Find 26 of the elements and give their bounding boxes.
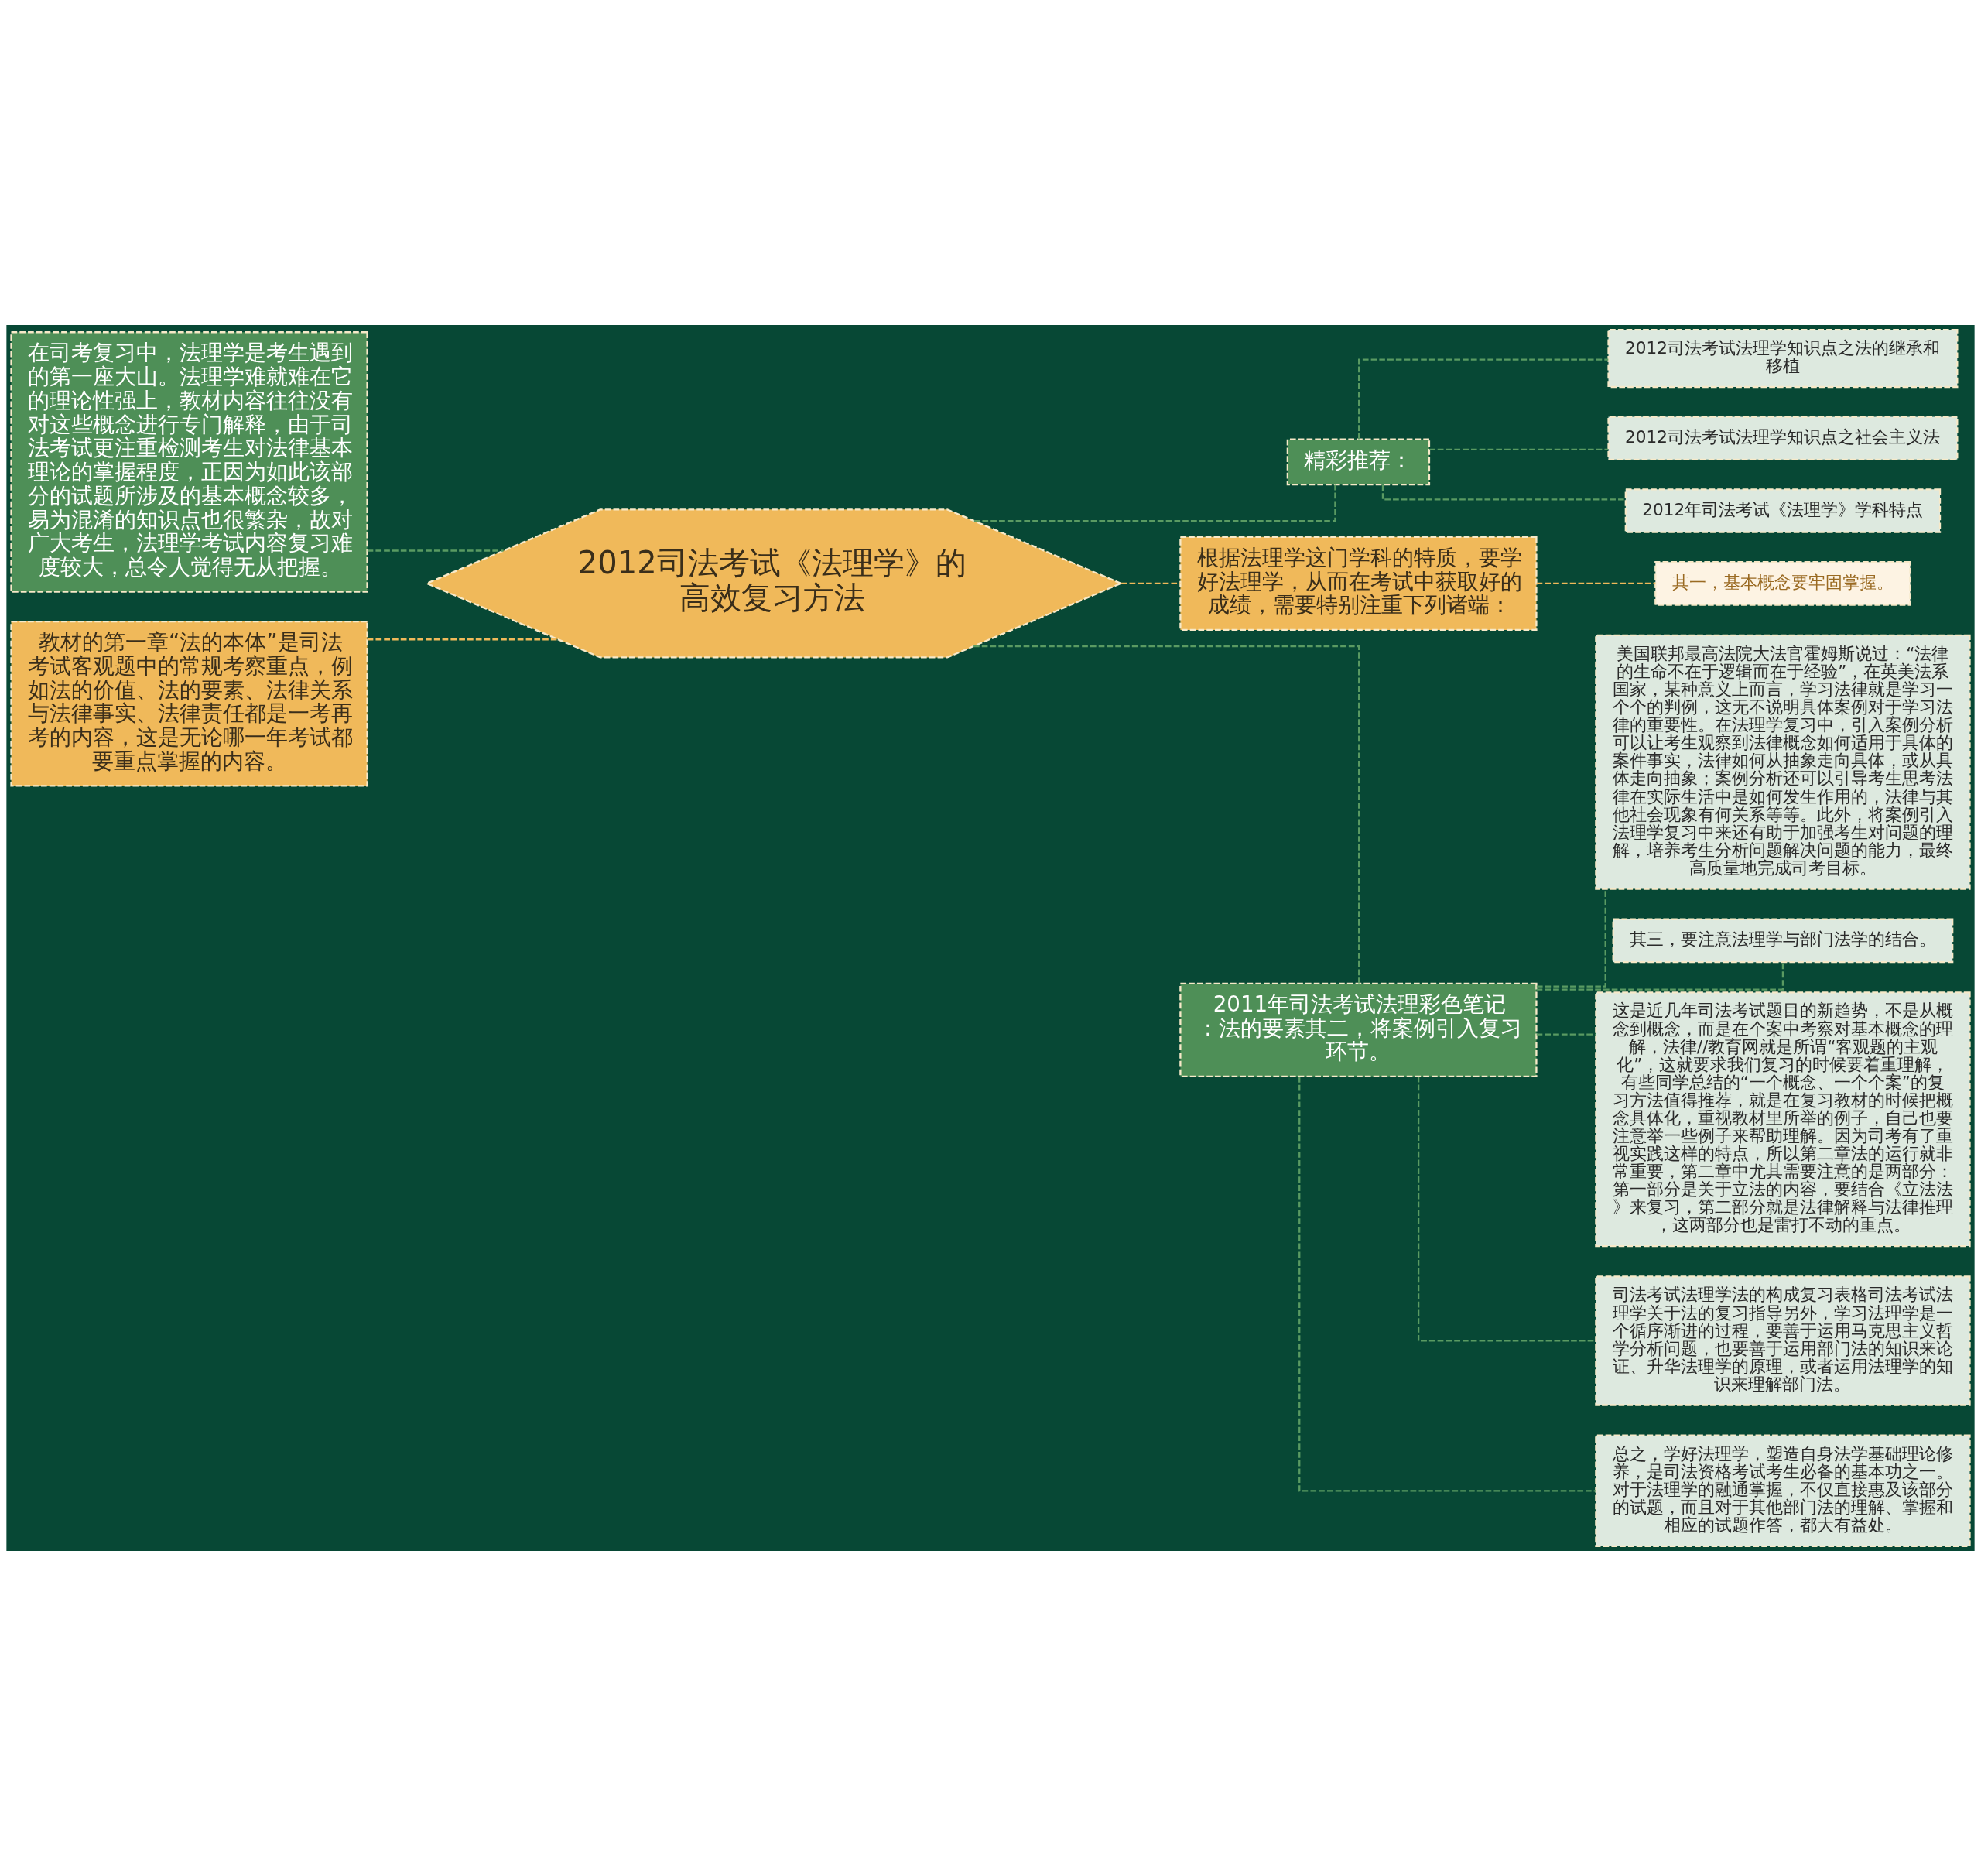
connector	[367, 638, 559, 641]
connector	[1298, 1077, 1596, 1492]
node-box: 其一，基本概念要牢固掌握。	[1654, 561, 1911, 606]
connector	[1536, 582, 1656, 585]
node-box: 其三，要注意法理学与部门法学的结合。	[1612, 918, 1954, 964]
node-box: 司法考试法理学法的构成复习表格司法考试法理学关于法的复习指导另外，学习法理学是一个循序渐进的过程，要善于运用马克思主义哲学分析问题，也要善于运用部门法的知识来论证、升华法理学的原理，或者运用法理学的知识来理解部门法。	[1595, 1275, 1971, 1406]
node-box: 2012年司法考试《法理学》学科特点	[1624, 488, 1942, 533]
node-box: 在司考复习中，法理学是考生遇到的第一座大山。法理学难就难在它的理论性强上，教材内容往往没有对这些概念进行专门解释，由于司法考试更注重检测考生对法律基本理论的掌握程度，正因为如此该部分的试题所涉及的基本概念较多，易为混淆的知识点也很繁杂，故对广大考生，法理学考试内容复习难度较大，总令人觉得无从把握。	[10, 331, 368, 593]
connector	[1429, 448, 1608, 450]
connector	[973, 484, 1336, 522]
connector	[367, 549, 504, 552]
connector	[1121, 582, 1181, 585]
node-box: 美国联邦最高法院大法官霍姆斯说过：“法律的生命不在于逻辑而在于经验”，在英美法系国家，某种意义上而言，学习法律就是学习一个个的判例，这无不说明具体案例对于学习法律的重要性。在法理学复习中，引入案例分析可以让考生观察到法律概念如何适用于具体的案件事实，法律如何从抽象走向具体，或从具体走向抽象；案例分析还可以引导考生思考法律在实际生活中是如何发生作用的，法律与其他社会现象有何关系等等。此外，将案例引入法理学复习中来还有助于加强考生对问题的理解，培养考生分析问题解决问题的能力，最终高质量地完成司考目标。	[1595, 634, 1971, 890]
node-box: 2012司法考试法理学知识点之社会主义法	[1607, 416, 1959, 460]
connector	[1536, 888, 1606, 988]
node-box: 根据法理学这门学科的特质，要学好法理学，从而在考试中获取好的成绩，需要特别注重下列诸端：	[1179, 536, 1538, 632]
node-box: 总之，学好法理学，塑造自身法学基础理论修养，是司法资格考试考生必备的基本功之一。对于法理学的融通掌握，不仅直接惠及该部分的试题，而且对于其他部门法的理解、掌握和相应的试题作答，都大有益处。	[1595, 1434, 1971, 1547]
node-box: 这是近几年司法考试题目的新趋势，不是从概念到概念，而是在个案中考察对基本概念的理解，法律//教育网就是所谓“客观题的主观化”，这就要求我们复习的时候要着重理解，有些同学总结的“一个概念、一个个案”的复习方法值得推荐，就是在复习教材的时候把概念具体化，重视教材里所举的例子，自己也要注意举一些例子来帮助理解。因为司考有了重视实践这样的特点，所以第二章法的运行就非常重要，第二章中尤其需要注意的是两部分：第一部分是关于立法的内容，要结合《立法法》来复习，第二部分就是法律解释与法律推理，这两部分也是雷打不动的重点。	[1595, 991, 1971, 1248]
node-box: 2011年司法考试法理彩色笔记：法的要素其二，将案例引入复习环节。	[1179, 982, 1538, 1077]
connector	[973, 645, 1360, 984]
connector	[1536, 962, 1784, 991]
node-box: 精彩推荐：	[1286, 438, 1431, 486]
connector	[1358, 358, 1609, 440]
connector	[1536, 1033, 1596, 1036]
node-box: 2012司法考试法理学知识点之法的继承和移植	[1607, 329, 1959, 389]
node-box: 教材的第一章“法的本体”是司法考试客观题中的常规考察重点，例如法的价值、法的要素、法律关系与法律事实、法律责任都是一考再考的内容，这是无论哪一年考试都要重点掌握的内容。	[10, 620, 368, 787]
